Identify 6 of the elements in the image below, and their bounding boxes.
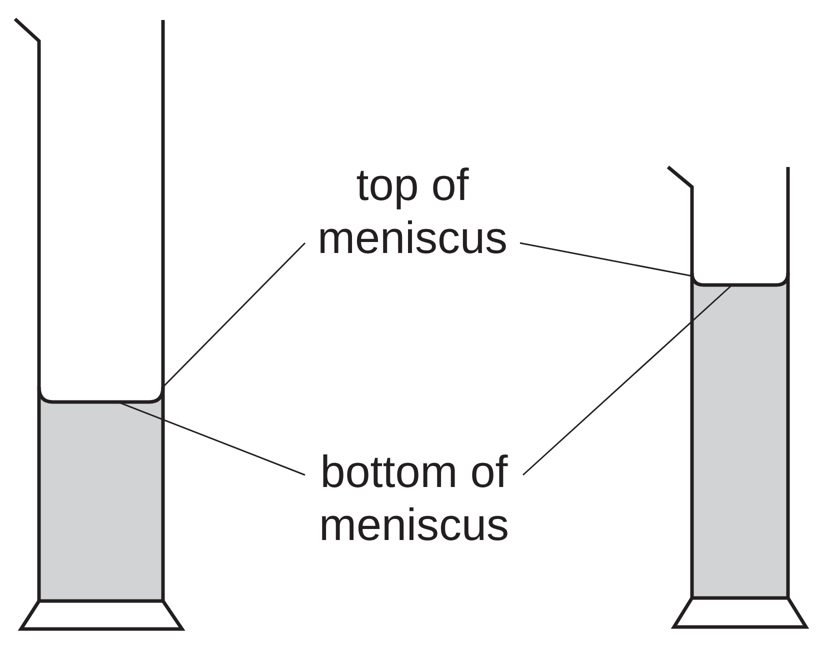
leader-line [520, 242, 692, 277]
leader-line [118, 401, 306, 476]
callout-label: bottom of meniscus [305, 445, 523, 551]
leader-line [522, 284, 732, 476]
callout-label: top of meniscus [305, 158, 520, 264]
leader-line [162, 242, 306, 388]
